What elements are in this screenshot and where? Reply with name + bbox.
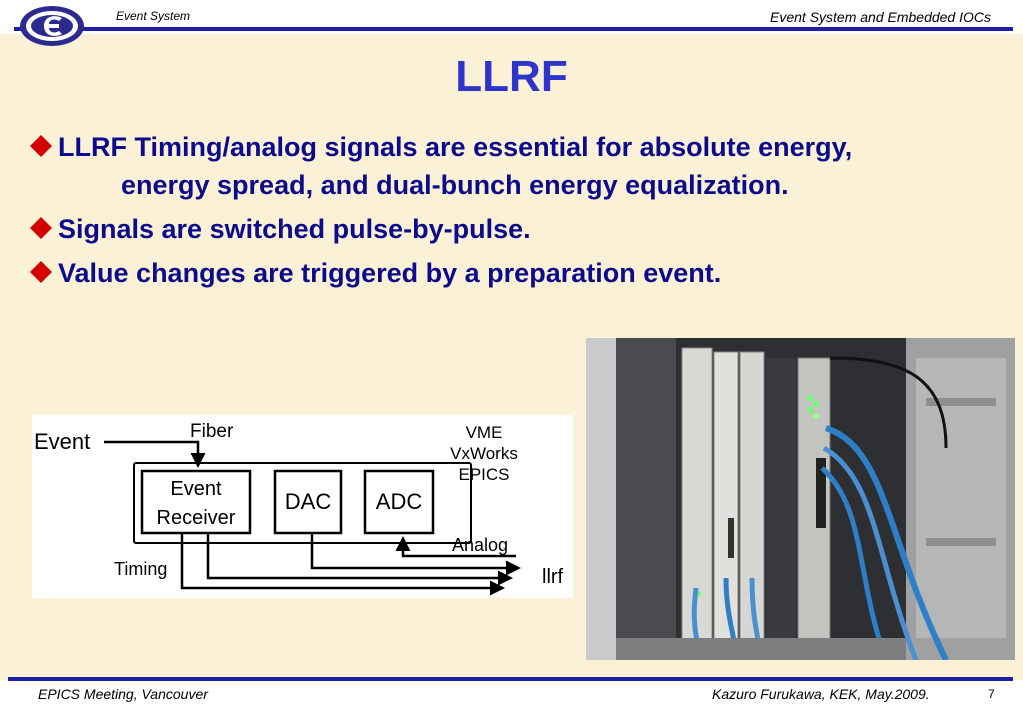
diamond-bullet-icon xyxy=(30,261,52,283)
footer-left-label: EPICS Meeting, Vancouver xyxy=(38,686,208,702)
bullet-text: Value changes are triggered by a prepara… xyxy=(58,258,722,288)
event-label: Event xyxy=(34,429,90,454)
adc-box xyxy=(363,469,435,535)
dac-label: DAC xyxy=(285,489,332,514)
dac-output-line xyxy=(310,533,521,576)
timing-label: Timing xyxy=(114,559,167,579)
bullet-item: Signals are switched pulse-by-pulse. xyxy=(30,210,1000,248)
footer-rule xyxy=(8,677,1013,681)
receiver-label-line2: Receiver xyxy=(157,507,236,529)
header-rule xyxy=(14,27,1013,31)
vme-crate-photo xyxy=(586,338,1015,660)
vxworks-label: VxWorks xyxy=(450,444,518,463)
adc-label: ADC xyxy=(376,489,423,514)
receiver-output-line-1 xyxy=(206,533,513,586)
epics-logo-icon xyxy=(20,6,84,46)
footer-right-label: Kazuro Furukawa, KEK, May.2009. xyxy=(712,686,930,702)
header-left-label: Event System xyxy=(116,9,191,23)
slide-title: LLRF xyxy=(455,52,568,101)
fiber-line xyxy=(104,440,206,468)
analog-label: Analog xyxy=(452,535,508,555)
event-receiver-box xyxy=(140,469,252,535)
bullet-text-continued: energy spread, and dual-bunch energy equ… xyxy=(121,170,789,200)
diamond-bullet-icon xyxy=(30,217,52,239)
analog-line xyxy=(395,536,516,558)
footer-band xyxy=(0,680,1023,708)
fiber-label: Fiber xyxy=(190,421,234,442)
bullet-text: Signals are switched pulse-by-pulse. xyxy=(58,214,531,244)
epics-label: EPICS xyxy=(458,465,509,484)
bullet-item: LLRF Timing/analog signals are essential… xyxy=(30,128,1000,204)
vme-label: VME xyxy=(466,423,503,442)
timing-output-line xyxy=(180,533,505,596)
bullet-list: LLRF Timing/analog signals are essential… xyxy=(30,128,1000,298)
diamond-bullet-icon xyxy=(30,135,52,157)
bullet-item: Value changes are triggered by a prepara… xyxy=(30,254,1000,292)
bullet-text: LLRF Timing/analog signals are essential… xyxy=(58,132,853,162)
dac-box xyxy=(273,469,343,535)
header-right-label: Event System and Embedded IOCs xyxy=(770,9,991,25)
llrf-label: llrf xyxy=(542,566,564,588)
llrf-block-diagram: Event Fiber VME VxWorks EPICS Event Rece… xyxy=(32,415,573,598)
page-number: 7 xyxy=(988,687,995,701)
receiver-label-line1: Event xyxy=(170,478,222,500)
